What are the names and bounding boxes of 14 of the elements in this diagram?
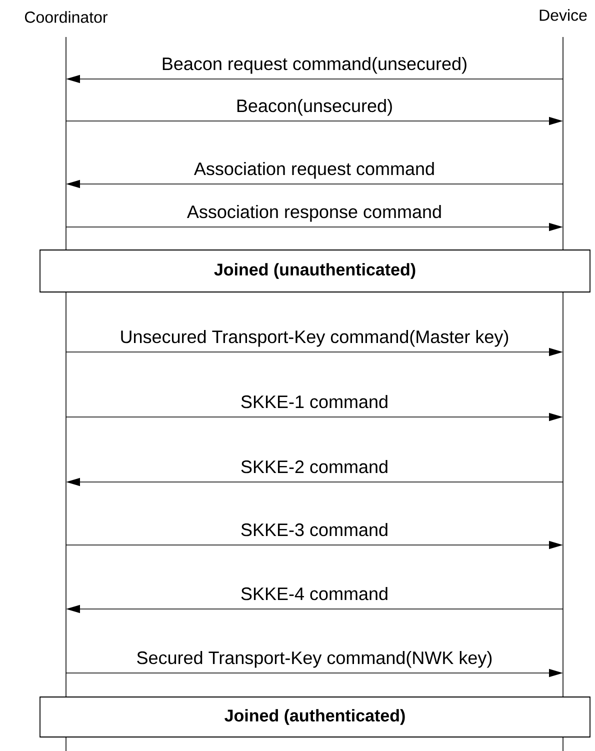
message-label: SKKE-1 command bbox=[241, 394, 388, 408]
message-label: Unsecured Transport-Key command(Master key) bbox=[121, 330, 508, 347]
state-box: Joined (unauthenticated) bbox=[40, 250, 590, 292]
message-label: Beacon(unsecured) bbox=[237, 98, 392, 116]
state-box: Joined (authenticated) bbox=[40, 696, 590, 738]
message-label: SKKE-3 command bbox=[241, 522, 388, 536]
lifeline-label: Coordinator bbox=[25, 11, 108, 23]
message-label: Beacon request command(unsecured) bbox=[162, 56, 466, 74]
message-label: Association request command bbox=[194, 162, 434, 179]
message-label: SKKE-4 command bbox=[241, 586, 388, 600]
message-label: Association response command bbox=[186, 204, 441, 222]
message-label: Secured Transport-Key command(NWK key) bbox=[137, 650, 492, 668]
message-label: SKKE-2 command bbox=[241, 460, 388, 474]
lifeline-label: Device bbox=[540, 9, 587, 21]
